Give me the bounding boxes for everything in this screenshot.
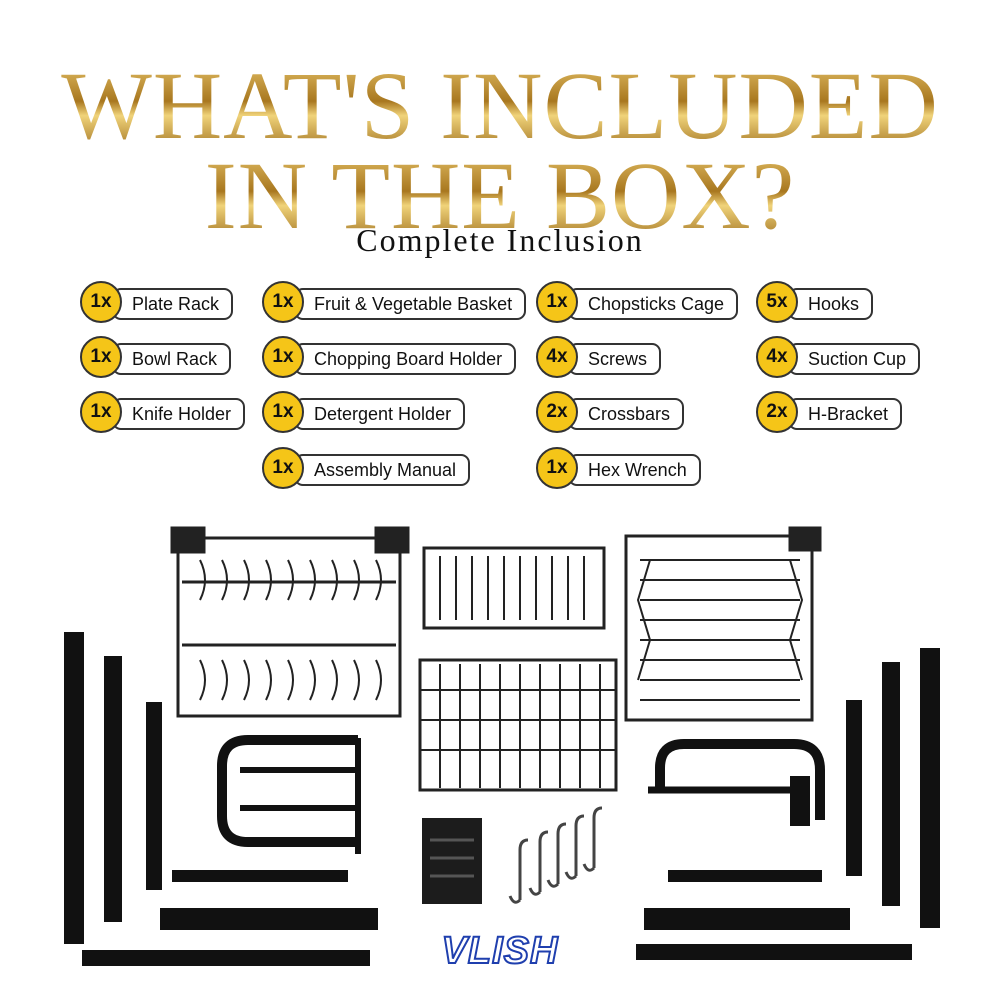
detergent-holder-image xyxy=(648,739,825,826)
large-basket-image xyxy=(418,658,618,792)
item-label: Bowl Rack xyxy=(112,343,232,375)
item-label: Fruit & Vegetable Basket xyxy=(294,288,527,320)
quantity-badge: 1x xyxy=(80,281,122,323)
item-label: Knife Holder xyxy=(112,398,246,430)
subtitle: Complete Inclusion xyxy=(356,222,644,258)
quantity-badge: 4x xyxy=(536,336,578,378)
quantity-badge: 1x xyxy=(536,447,578,489)
item-label: H-Bracket xyxy=(788,398,903,430)
quantity-badge: 1x xyxy=(80,336,122,378)
posts-image xyxy=(64,632,940,944)
small-basket-image xyxy=(422,546,606,630)
hooks-image xyxy=(508,806,603,904)
knife-holder-image xyxy=(422,818,482,904)
item-label: Plate Rack xyxy=(112,288,234,320)
item-label: Chopping Board Holder xyxy=(294,343,517,375)
quantity-badge: 1x xyxy=(262,391,304,433)
plate-rack-image xyxy=(170,526,410,718)
quantity-badge: 1x xyxy=(536,281,578,323)
item-label: Screws xyxy=(568,343,662,375)
quantity-badge: 1x xyxy=(80,391,122,433)
brand-logo: VLISH xyxy=(441,929,559,973)
item-label: Hex Wrench xyxy=(568,454,701,486)
quantity-badge: 2x xyxy=(756,391,798,433)
quantity-badge: 4x xyxy=(756,336,798,378)
crossbars-image xyxy=(82,870,912,966)
quantity-badge: 1x xyxy=(262,281,304,323)
quantity-badge: 2x xyxy=(536,391,578,433)
board-holder-image xyxy=(217,735,361,854)
item-label: Crossbars xyxy=(568,398,685,430)
item-label: Detergent Holder xyxy=(294,398,466,430)
item-label: Assembly Manual xyxy=(294,454,471,486)
bowl-rack-image xyxy=(624,526,822,722)
item-label: Hooks xyxy=(788,288,874,320)
title-line-2: IN THE BOX? xyxy=(0,148,1000,244)
quantity-badge: 1x xyxy=(262,336,304,378)
quantity-badge: 5x xyxy=(756,281,798,323)
quantity-badge: 1x xyxy=(262,447,304,489)
title-line-1: WHAT'S INCLUDED xyxy=(0,58,1000,154)
